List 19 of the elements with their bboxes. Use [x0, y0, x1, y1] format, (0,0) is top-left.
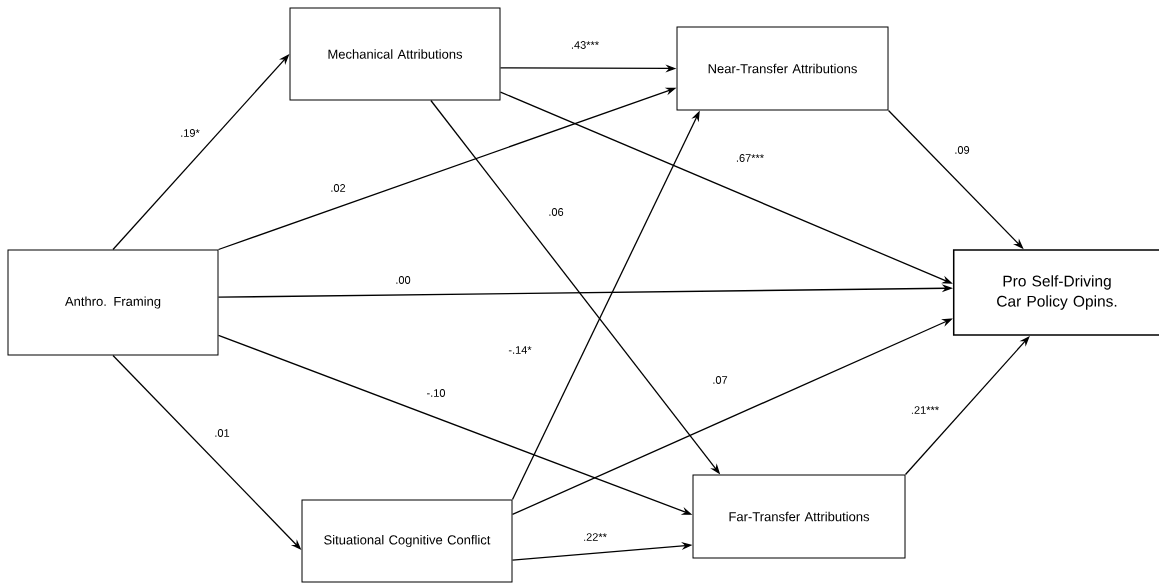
variable-box: Mechanical Attributions: [289, 7, 501, 101]
edge-label: .21***: [909, 405, 941, 415]
edge-label: .01: [213, 428, 231, 438]
edge-label: -.10: [425, 388, 447, 398]
edge-label: .09: [953, 145, 971, 155]
variable-box: Near-Transfer Attributions: [676, 26, 889, 111]
edge-label: .19*: [179, 128, 201, 138]
edge-label: .67***: [734, 153, 766, 163]
variable-box: Pro Self-Driving Car Policy Opins.: [952, 249, 1159, 336]
edge-label: .06: [547, 207, 565, 217]
variable-box: Situational Cognitive Conflict: [301, 499, 513, 583]
edge-label: -.14*: [507, 345, 533, 355]
edge-label: .43***: [569, 40, 601, 50]
edge-label: .02: [329, 183, 347, 193]
edge-label: .22**: [582, 532, 608, 542]
edge-label: .00: [394, 275, 412, 285]
variable-box: Far-Transfer Attributions: [692, 474, 906, 559]
variable-box: Anthro. Framing: [7, 249, 219, 356]
edge-label: .07: [711, 375, 729, 385]
